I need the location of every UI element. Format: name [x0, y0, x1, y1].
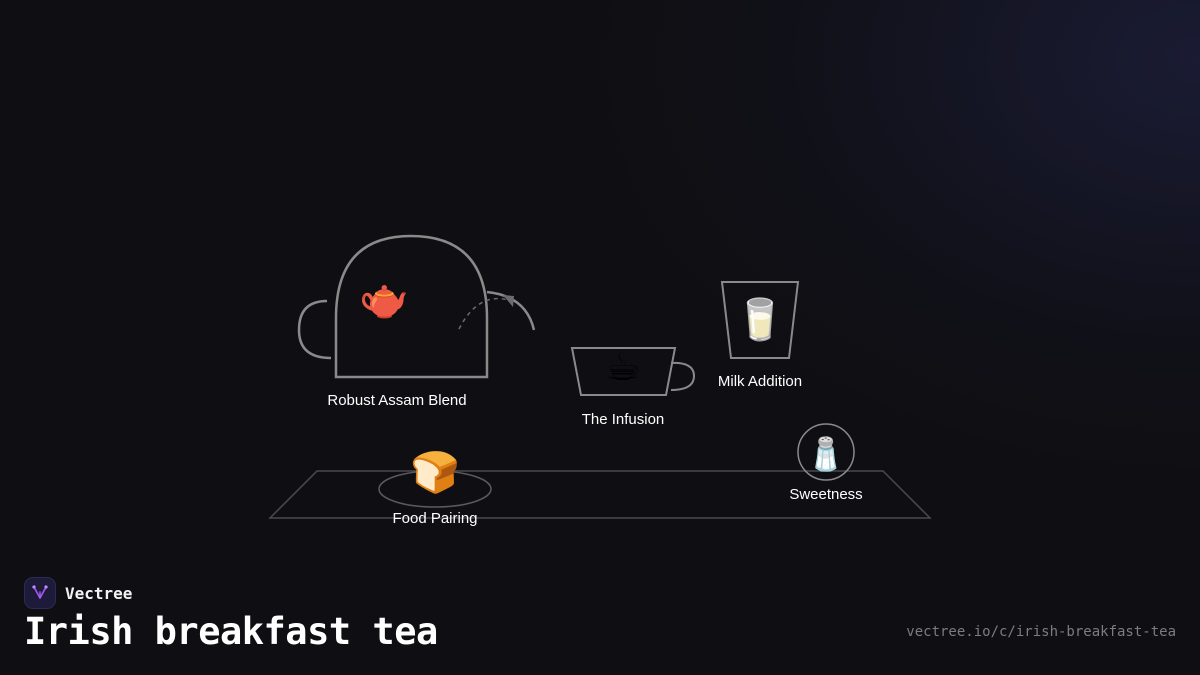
teapot-body [334, 234, 489, 379]
node-label-milk: Milk Addition [718, 373, 802, 390]
cup-handle [670, 361, 696, 391]
teapot-icon: 🫖 [359, 276, 409, 322]
table-surface [268, 470, 932, 519]
node-sweetness[interactable]: 🧂 Sweetness [789, 423, 863, 503]
node-label-sweetness: Sweetness [789, 486, 862, 503]
food-plate [378, 470, 492, 508]
node-food[interactable]: 🍞 Food Pairing [378, 449, 492, 527]
pour-arrow-head [503, 295, 514, 307]
teapot-handle [297, 299, 332, 360]
sweetness-circle [797, 423, 855, 481]
brand-name: Vectree [65, 583, 133, 603]
hot-beverage-icon: ☕ [605, 344, 641, 390]
source-url[interactable]: vectree.io/c/irish-breakfast-tea [906, 624, 1176, 640]
node-label-infusion: The Infusion [582, 411, 665, 428]
bread-icon: 🍞 [410, 449, 460, 496]
node-infusion[interactable]: ☕ The Infusion [570, 344, 696, 428]
brand[interactable]: Vectree [24, 577, 132, 609]
vectree-logo-icon [24, 577, 56, 609]
pour-arrow [458, 297, 509, 330]
salt-shaker-icon: 🧂 [806, 435, 846, 473]
teapot-spout [486, 290, 536, 331]
node-milk[interactable]: 🥛 Milk Addition [718, 281, 802, 390]
glass-of-milk-icon: 🥛 [735, 296, 785, 343]
page-title: Irish breakfast tea [24, 610, 438, 653]
node-label-food: Food Pairing [392, 510, 477, 527]
milk-glass-outline [720, 281, 800, 359]
node-label-assam: Robust Assam Blend [327, 392, 466, 409]
node-assam[interactable]: 🫖 Robust Assam Blend [297, 234, 536, 409]
cup-body [570, 347, 677, 396]
